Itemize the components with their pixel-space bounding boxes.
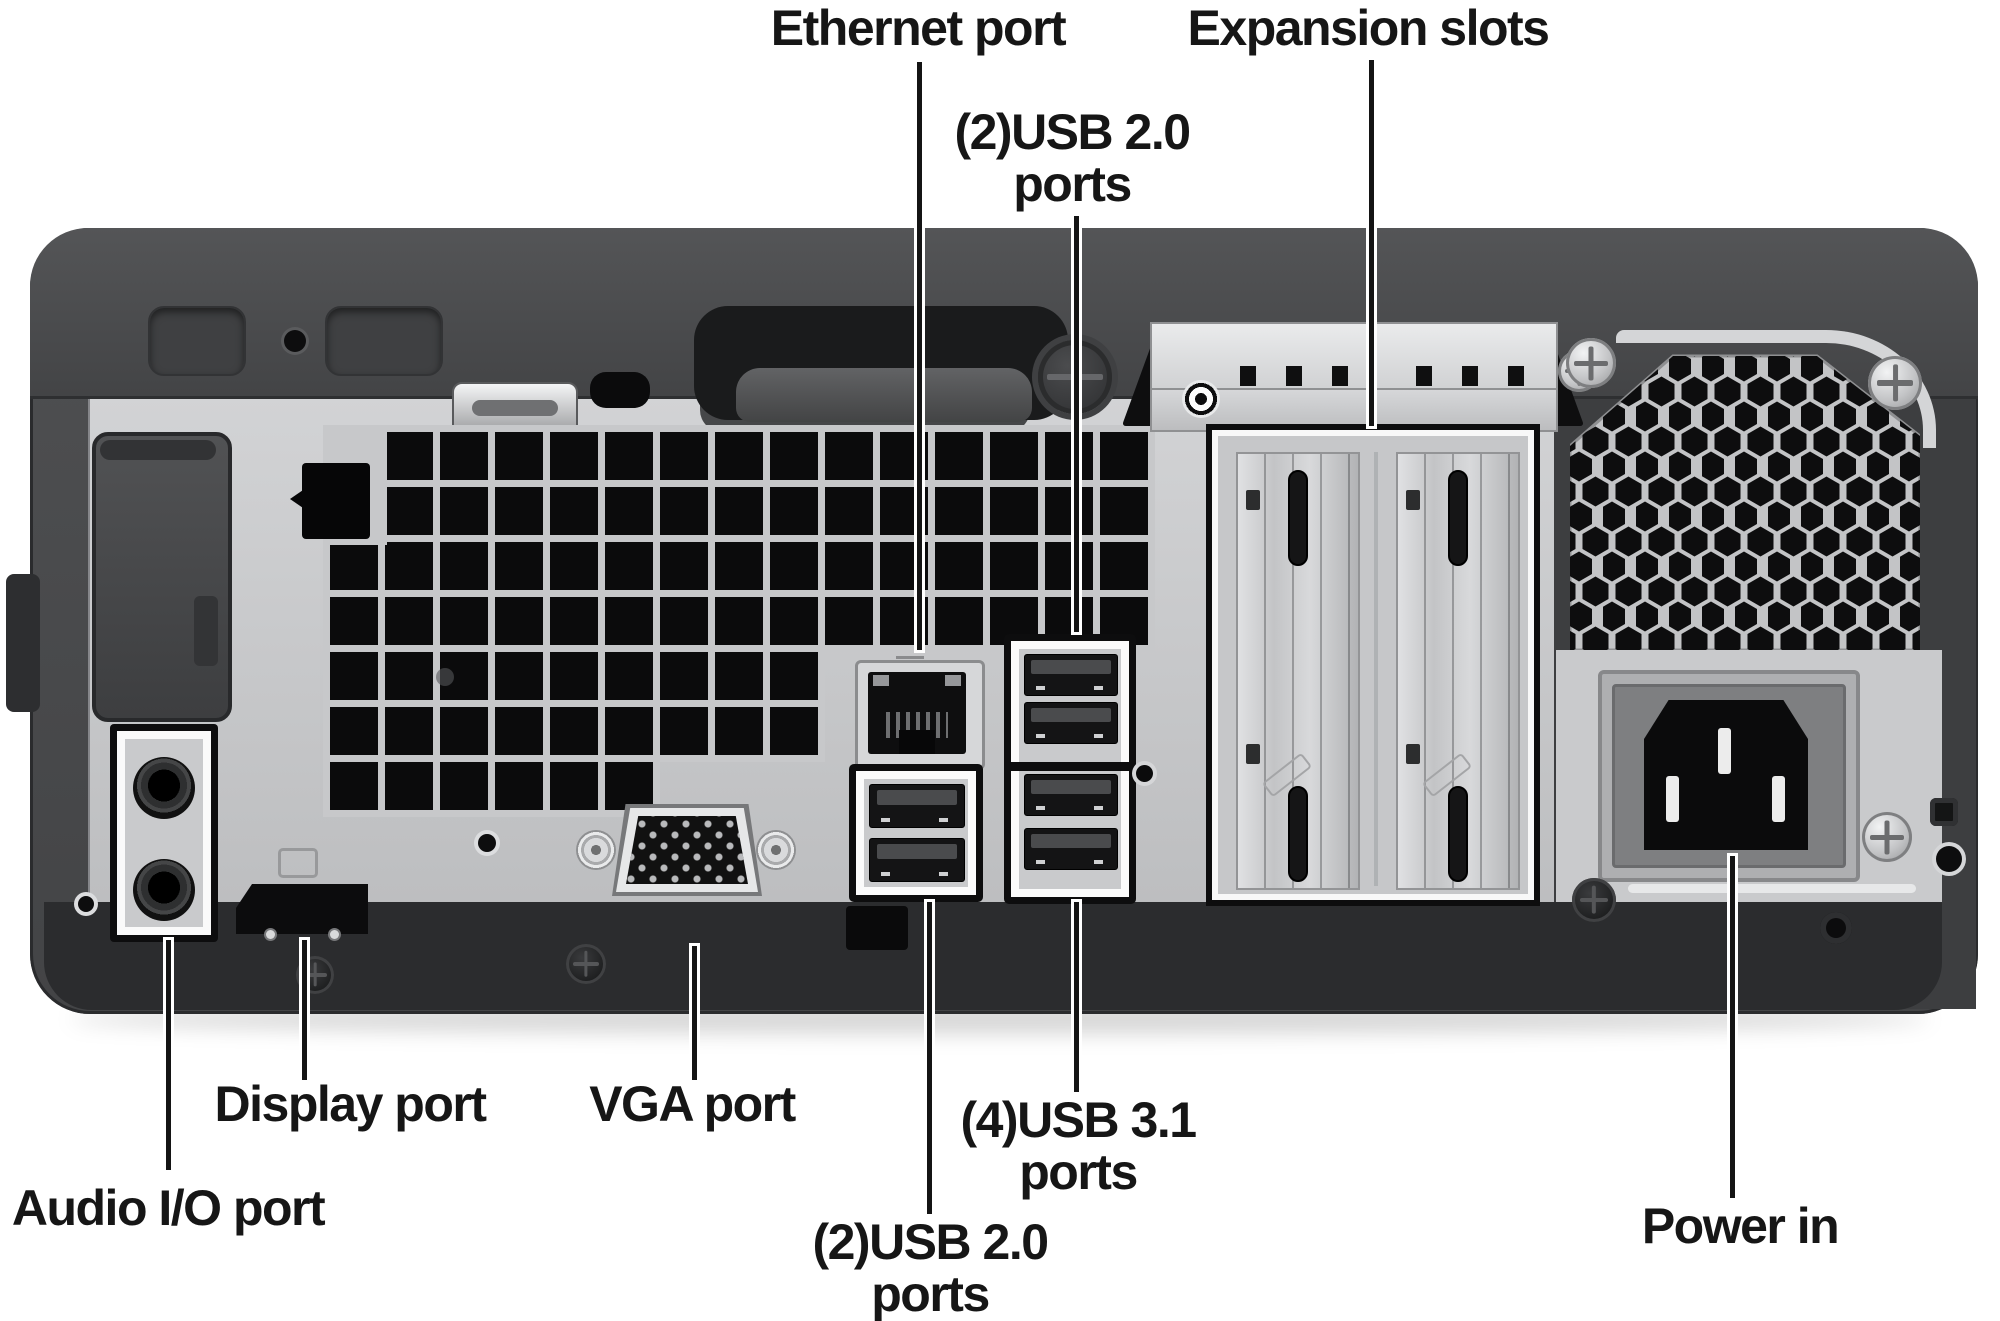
vent-grid bbox=[323, 755, 660, 817]
label-ethernet-port: Ethernet port bbox=[770, 0, 1067, 56]
usb-port bbox=[869, 838, 965, 882]
plate-slot-icon bbox=[1288, 786, 1308, 882]
strip-cutout bbox=[846, 906, 908, 950]
plate-slot-icon bbox=[1288, 470, 1308, 566]
psu-highlight-line bbox=[1628, 884, 1916, 893]
vent-grid bbox=[323, 645, 825, 762]
callout-line-power bbox=[1730, 856, 1735, 1198]
usb-column-divider bbox=[1004, 762, 1136, 771]
usb-column bbox=[1004, 634, 1136, 904]
bezel-screw-icon bbox=[284, 330, 306, 352]
vga-jackscrew-icon bbox=[576, 830, 616, 870]
label-usb20-top-line1: (2)USB 2.0 bbox=[954, 104, 1191, 160]
padlock-cover bbox=[92, 432, 232, 722]
power-pin-slot-icon bbox=[1718, 728, 1731, 774]
edge-screw-icon bbox=[1930, 798, 1958, 826]
plate-hole-icon bbox=[1406, 490, 1420, 510]
expansion-slots-inner bbox=[1212, 430, 1534, 900]
psu-screw-icon bbox=[1868, 356, 1922, 410]
callout-line-usb20-bottom bbox=[927, 902, 932, 1214]
usb-port bbox=[1024, 774, 1118, 816]
power-pin-slot-icon bbox=[1772, 776, 1785, 822]
displayport-pin-icon bbox=[330, 930, 339, 939]
label-vga-port: VGA port bbox=[589, 1076, 796, 1132]
usb-frame-plate bbox=[864, 779, 968, 887]
psu-thumbscrew-icon bbox=[1862, 812, 1912, 862]
rj45-tab-icon bbox=[899, 730, 935, 754]
power-pin-slot-icon bbox=[1666, 776, 1679, 822]
plate-slot-icon bbox=[1448, 470, 1468, 566]
hex-socket-screw-icon bbox=[1820, 912, 1852, 944]
padlock-cover-cap bbox=[100, 440, 216, 460]
callout-line-vga bbox=[692, 946, 697, 1080]
label-usb31-line1: (4)USB 3.1 bbox=[960, 1092, 1197, 1148]
label-display-port: Display port bbox=[214, 1076, 487, 1132]
bezel-foot-cutout bbox=[148, 306, 246, 376]
usb-port bbox=[1024, 654, 1118, 696]
rj45-latch-icon bbox=[945, 675, 961, 686]
retainer-target-hole-icon bbox=[1182, 380, 1220, 418]
edge-screw-icon bbox=[1936, 846, 1962, 872]
rj45-latch-icon bbox=[873, 675, 889, 686]
handle-bar bbox=[736, 368, 1032, 422]
callout-line-audio bbox=[166, 940, 171, 1170]
callout-line-usb31 bbox=[1074, 902, 1079, 1092]
mount-tab bbox=[6, 574, 40, 712]
usb-port bbox=[1024, 828, 1118, 870]
usb-frame-white bbox=[856, 771, 976, 895]
plate-divider bbox=[1374, 452, 1378, 886]
usb20-stack bbox=[849, 764, 983, 902]
label-usb20-bottom-line1: (2)USB 2.0 bbox=[812, 1214, 1049, 1270]
label-usb20-top-line2: ports bbox=[1013, 156, 1132, 212]
strip-screw-icon bbox=[566, 944, 606, 984]
strip-screw-icon bbox=[1572, 878, 1616, 922]
audio-jack bbox=[133, 757, 195, 819]
callout-line-display bbox=[302, 940, 307, 1080]
vga-connector bbox=[626, 816, 748, 884]
audio-jack bbox=[133, 859, 195, 921]
callout-line-ethernet bbox=[917, 62, 922, 650]
ethernet-jack bbox=[868, 672, 966, 754]
network-icon bbox=[896, 648, 924, 659]
panel-screw-icon bbox=[1136, 765, 1153, 782]
usb-port bbox=[1024, 702, 1118, 744]
label-power-in: Power in bbox=[1641, 1198, 1840, 1254]
ethernet-port bbox=[855, 660, 985, 770]
panel-mark-icon bbox=[436, 668, 454, 686]
displayport-pin-icon bbox=[266, 930, 275, 939]
audio-io-frame bbox=[110, 724, 218, 942]
power-socket bbox=[1644, 700, 1808, 850]
displayport-logo-icon bbox=[278, 848, 318, 878]
panel-screw-icon bbox=[78, 896, 94, 912]
psu-screw-icon bbox=[1566, 338, 1616, 388]
audio-io-frame-white bbox=[117, 731, 211, 935]
panel-screw-icon bbox=[478, 834, 496, 852]
bezel-foot-cutout bbox=[325, 306, 443, 376]
displayport-connector bbox=[236, 884, 368, 934]
label-usb31-line2: ports bbox=[1019, 1144, 1138, 1200]
plate-hole-icon bbox=[1406, 744, 1420, 764]
label-expansion-slots: Expansion slots bbox=[1187, 0, 1550, 56]
padlock-cover-notch bbox=[194, 596, 218, 666]
retainer-notches-icon bbox=[1240, 366, 1362, 386]
callout-line-usb20-top bbox=[1074, 216, 1079, 632]
usb-port bbox=[869, 784, 965, 828]
security-loop-cutout bbox=[302, 463, 370, 539]
retainer-notches-icon bbox=[1416, 366, 1538, 386]
vent-grid bbox=[323, 425, 1155, 652]
vga-jackscrew-icon bbox=[756, 830, 796, 870]
plate-hole-icon bbox=[1246, 490, 1260, 510]
kensington-lock-slot-icon bbox=[590, 372, 650, 408]
plate-hole-icon bbox=[1246, 744, 1260, 764]
plate-slot-icon bbox=[1448, 786, 1468, 882]
audio-io-plate bbox=[125, 739, 203, 927]
label-audio-io-port: Audio I/O port bbox=[11, 1180, 326, 1236]
expansion-slots-frame bbox=[1206, 424, 1540, 906]
latch-groove-icon bbox=[472, 400, 558, 416]
label-usb20-bottom-line2: ports bbox=[871, 1266, 990, 1321]
callout-line-expansion bbox=[1369, 60, 1374, 426]
